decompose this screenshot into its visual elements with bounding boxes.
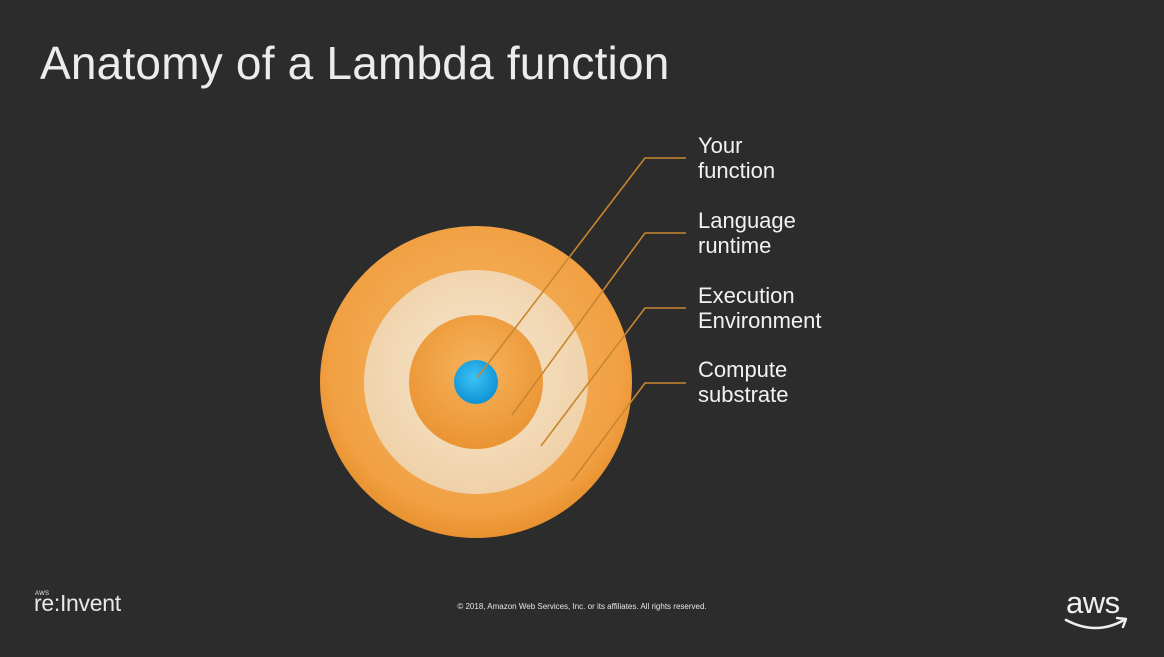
callout-execution-environment: Execution Environment bbox=[698, 283, 822, 333]
callout-compute-substrate: Compute substrate bbox=[698, 357, 789, 407]
aws-smile-icon bbox=[1064, 616, 1128, 630]
callout-line: Language bbox=[698, 208, 796, 233]
reinvent-logo-text: re:Invent bbox=[34, 590, 121, 616]
leader-line-language-runtime bbox=[511, 232, 686, 416]
your-function-core bbox=[454, 360, 498, 404]
leader-line-your-function bbox=[476, 157, 686, 379]
slide-title: Anatomy of a Lambda function bbox=[40, 37, 670, 89]
callout-line: Execution bbox=[698, 283, 795, 308]
aws-logo: aws bbox=[1062, 586, 1134, 636]
callout-line: function bbox=[698, 158, 776, 183]
callout-line: Your bbox=[698, 133, 743, 158]
callout-line: substrate bbox=[698, 382, 789, 407]
callout-language-runtime: Language runtime bbox=[698, 208, 796, 258]
reinvent-logo-aws-mark: AWS bbox=[35, 591, 50, 597]
aws-logo-text: aws bbox=[1066, 585, 1120, 620]
reinvent-logo: AWS re:Invent bbox=[34, 588, 121, 618]
callout-line: runtime bbox=[698, 233, 772, 258]
callout-line: Compute bbox=[698, 357, 788, 382]
leader-line-compute-substrate bbox=[571, 382, 686, 482]
copyright-notice: © 2018, Amazon Web Services, Inc. or its… bbox=[457, 602, 707, 611]
leader-line-execution-environment bbox=[540, 307, 686, 447]
callout-line: Environment bbox=[698, 308, 822, 333]
callout-your-function: Your function bbox=[698, 133, 775, 183]
